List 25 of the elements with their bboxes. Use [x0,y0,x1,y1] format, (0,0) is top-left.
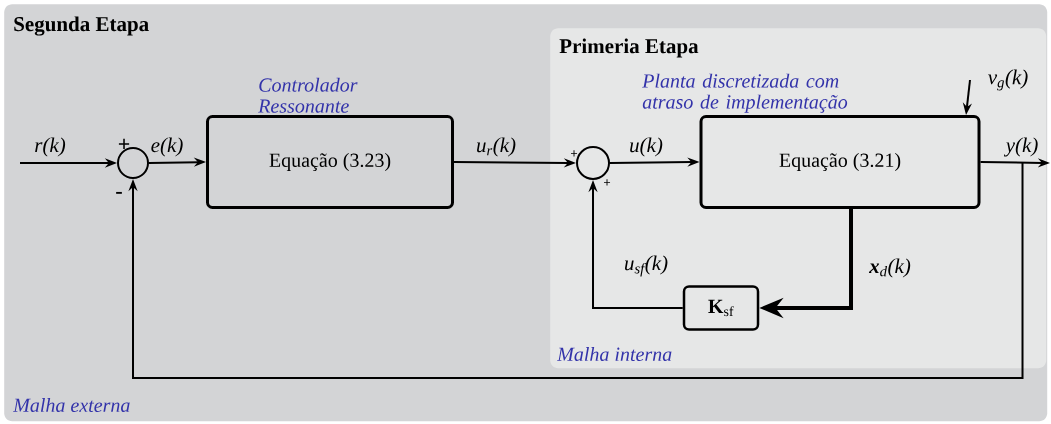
panel [550,28,1047,369]
sign-label: + [604,179,611,186]
panel-caption: Malha interna [556,346,672,362]
sign-label: - [116,191,122,194]
arrow [128,161,1024,379]
signal-label: u(k) [630,137,663,157]
panel-caption: Malha externa [12,397,130,413]
block-box: K$_{sf}$ [682,285,760,331]
summing-junction [117,147,149,179]
signal-label: u$_{sf}$(k) [625,255,668,277]
signal-label: v$_{g}$(k) [988,69,1028,91]
signal-label: e(k) [151,137,183,157]
signal-label: r(k) [35,137,66,157]
signal-label: u$_{r}$(k) [477,137,516,157]
signal-label: y(k) [1003,137,1038,157]
panel-heading: Segunda Etapa [14,16,149,36]
block-caption: Controlador Ressonante [258,77,358,113]
block-box: Equação (3.23) [206,115,454,209]
block-caption: Planta discretizada com atraso de implementação [642,73,848,113]
panel-heading: Primeria Etapa [559,38,699,58]
signal-label: x$_{d}$(k) [868,258,911,278]
block-box: Equação (3.21) [699,115,981,209]
sign-label: + [118,138,130,150]
sign-label: + [571,150,578,157]
summing-junction [576,146,610,180]
